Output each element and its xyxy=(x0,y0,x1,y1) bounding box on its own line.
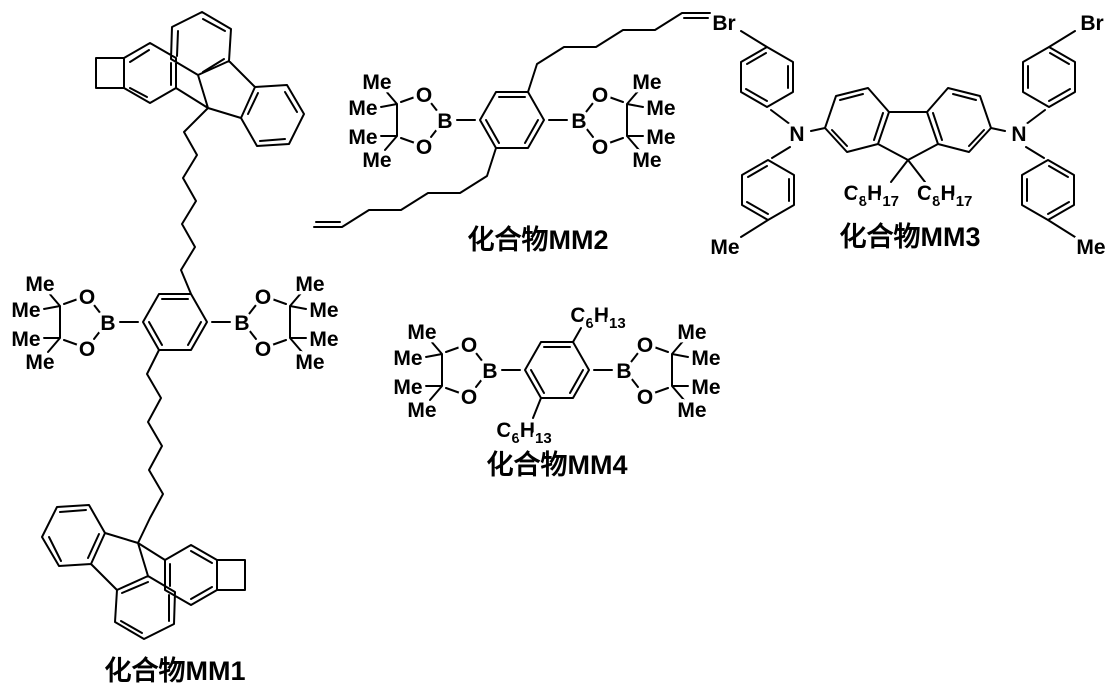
hexyl-chain-label: C6H13 xyxy=(496,419,551,447)
oxygen-label: O xyxy=(416,84,432,107)
oxygen-label: O xyxy=(255,286,271,309)
boron-label: B xyxy=(100,312,115,335)
compound-mm1-name: 化合物MM1 xyxy=(105,655,246,686)
methyl-label: Me xyxy=(691,376,720,399)
mm3-double-bond-inner-lines xyxy=(745,52,1071,215)
compound-mm2-structure: B B O O O O Me Me Me Me Me Me Me Me 化合物M… xyxy=(313,12,711,255)
methyl-label: Me xyxy=(393,347,422,370)
oxygen-label: O xyxy=(416,136,432,159)
methyl-label: Me xyxy=(362,71,391,94)
compound-mm4-structure: B B O O O O Me Me Me Me Me Me Me Me C6H1… xyxy=(390,301,724,481)
bromine-label: Br xyxy=(1080,12,1103,35)
mm3-single-bonds xyxy=(740,30,1076,238)
oxygen-label: O xyxy=(461,334,477,357)
methyl-label: Me xyxy=(393,376,422,399)
methyl-label: Me xyxy=(295,351,324,374)
mm4-single-bonds xyxy=(425,327,689,419)
methyl-label: Me xyxy=(1076,236,1105,259)
methyl-label: Me xyxy=(632,149,661,172)
oxygen-label: O xyxy=(592,136,608,159)
methyl-label: Me xyxy=(691,347,720,370)
oxygen-label: O xyxy=(461,386,477,409)
hexyl-chain-label: C6H13 xyxy=(570,304,625,332)
methyl-label: Me xyxy=(309,328,338,351)
compound-mm4-name: 化合物MM4 xyxy=(487,449,628,480)
methyl-label: Me xyxy=(11,299,40,322)
octyl-chain-label: C8H17 xyxy=(917,182,972,210)
mm4-double-bond-inner-lines xyxy=(530,346,584,394)
mm2-double-bond-inner-lines xyxy=(315,17,709,223)
octyl-chain-label: C8H17 xyxy=(844,182,899,210)
nitrogen-label: N xyxy=(1011,123,1026,146)
boron-label: B xyxy=(482,360,497,383)
compound-mm3-structure: Br Br N N Me Me C8H17 C8H17 化合物MM3 xyxy=(707,9,1109,263)
mm2-single-bonds xyxy=(313,12,711,228)
methyl-label: Me xyxy=(710,236,739,259)
oxygen-label: O xyxy=(79,338,95,361)
boron-label: B xyxy=(616,360,631,383)
methyl-label: Me xyxy=(348,97,377,120)
mm1-double-bond-inner-lines xyxy=(48,18,298,634)
methyl-label: Me xyxy=(25,273,54,296)
methyl-label: Me xyxy=(362,149,391,172)
methyl-label: Me xyxy=(632,71,661,94)
methyl-label: Me xyxy=(11,328,40,351)
boron-label: B xyxy=(437,110,452,133)
oxygen-label: O xyxy=(592,84,608,107)
oxygen-label: O xyxy=(255,338,271,361)
methyl-label: Me xyxy=(646,97,675,120)
methyl-label: Me xyxy=(407,399,436,422)
boron-label: B xyxy=(234,312,249,335)
bromine-label: Br xyxy=(712,12,735,35)
methyl-label: Me xyxy=(677,399,706,422)
mm1-single-bonds xyxy=(41,11,307,640)
nitrogen-label: N xyxy=(789,123,804,146)
oxygen-label: O xyxy=(637,386,653,409)
methyl-label: Me xyxy=(25,351,54,374)
oxygen-label: O xyxy=(79,286,95,309)
oxygen-label: O xyxy=(637,334,653,357)
compound-mm3-name: 化合物MM3 xyxy=(840,221,981,252)
methyl-label: Me xyxy=(295,273,324,296)
methyl-label: Me xyxy=(407,321,436,344)
methyl-label: Me xyxy=(677,321,706,344)
compound-mm2-name: 化合物MM2 xyxy=(468,224,609,255)
compound-mm1-structure: B B O O O O Me Me Me Me Me Me Me Me 化合物M… xyxy=(8,11,342,686)
boron-label: B xyxy=(571,110,586,133)
methyl-label: Me xyxy=(348,126,377,149)
methyl-label: Me xyxy=(646,126,675,149)
methyl-label: Me xyxy=(309,299,338,322)
